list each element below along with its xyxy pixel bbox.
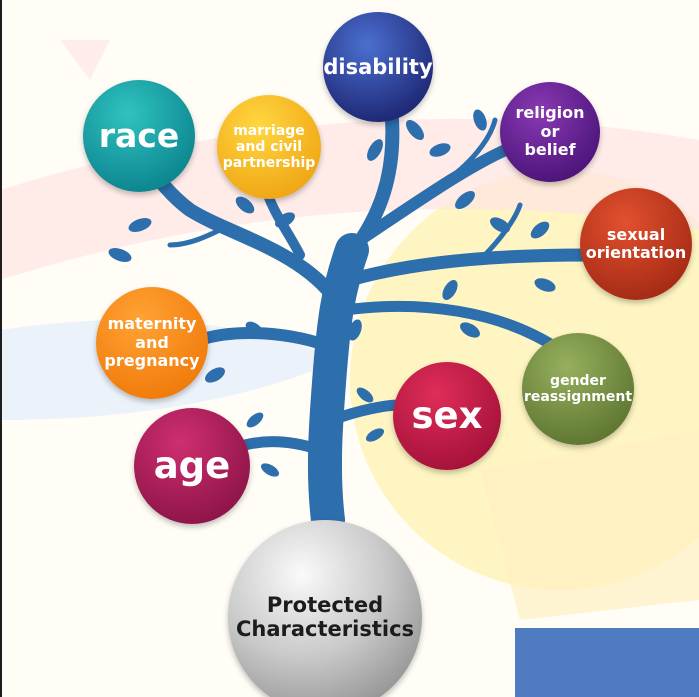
- root-label-line-2: Characteristics: [235, 617, 415, 641]
- node-marriage-line-2: and civil: [235, 138, 303, 155]
- node-disability: disability: [323, 12, 433, 122]
- node-age-label: age: [153, 443, 231, 487]
- node-marriage-and-civil-partnership: marriage and civil partnership: [217, 95, 321, 199]
- node-maternity-and-pregnancy: maternity and pregnancy: [96, 287, 208, 399]
- node-disability-label: disability: [323, 54, 433, 79]
- branch-age: [239, 436, 326, 456]
- tree-trunk: [307, 233, 369, 537]
- left-edge-line: [0, 0, 2, 697]
- node-gender-line-1: gender: [550, 372, 606, 389]
- node-religion-or-belief: religion or belief: [500, 82, 600, 182]
- node-sexual-orientation: sexual orientation: [580, 188, 692, 300]
- node-gender-line-2: reassignment: [523, 389, 633, 405]
- node-marriage-line-3: partnership: [222, 155, 316, 172]
- node-race: race: [83, 80, 195, 192]
- node-sexual-line-1: sexual: [606, 224, 666, 244]
- node-sex: sex: [393, 362, 501, 470]
- branch-gender: [339, 300, 566, 356]
- node-sexual-line-2: orientation: [585, 243, 687, 262]
- node-maternity-line-1: maternity: [107, 314, 197, 334]
- node-religion-line-2: or: [540, 121, 560, 141]
- node-religion-line-1: religion: [515, 103, 585, 123]
- node-age: age: [134, 408, 250, 524]
- corner-accent-box: [515, 628, 699, 697]
- node-sex-label: sex: [411, 393, 483, 437]
- root-node-protected-characteristics: Protected Characteristics: [228, 520, 422, 697]
- node-gender-reassignment: gender reassignment: [522, 333, 634, 445]
- root-label-line-1: Protected: [266, 592, 384, 617]
- node-race-label: race: [98, 116, 180, 156]
- node-maternity-line-3: pregnancy: [104, 351, 200, 371]
- branch-sexual: [343, 248, 592, 287]
- node-religion-line-3: belief: [524, 140, 576, 160]
- node-maternity-line-2: and: [135, 332, 169, 352]
- node-marriage-line-1: marriage: [233, 122, 305, 139]
